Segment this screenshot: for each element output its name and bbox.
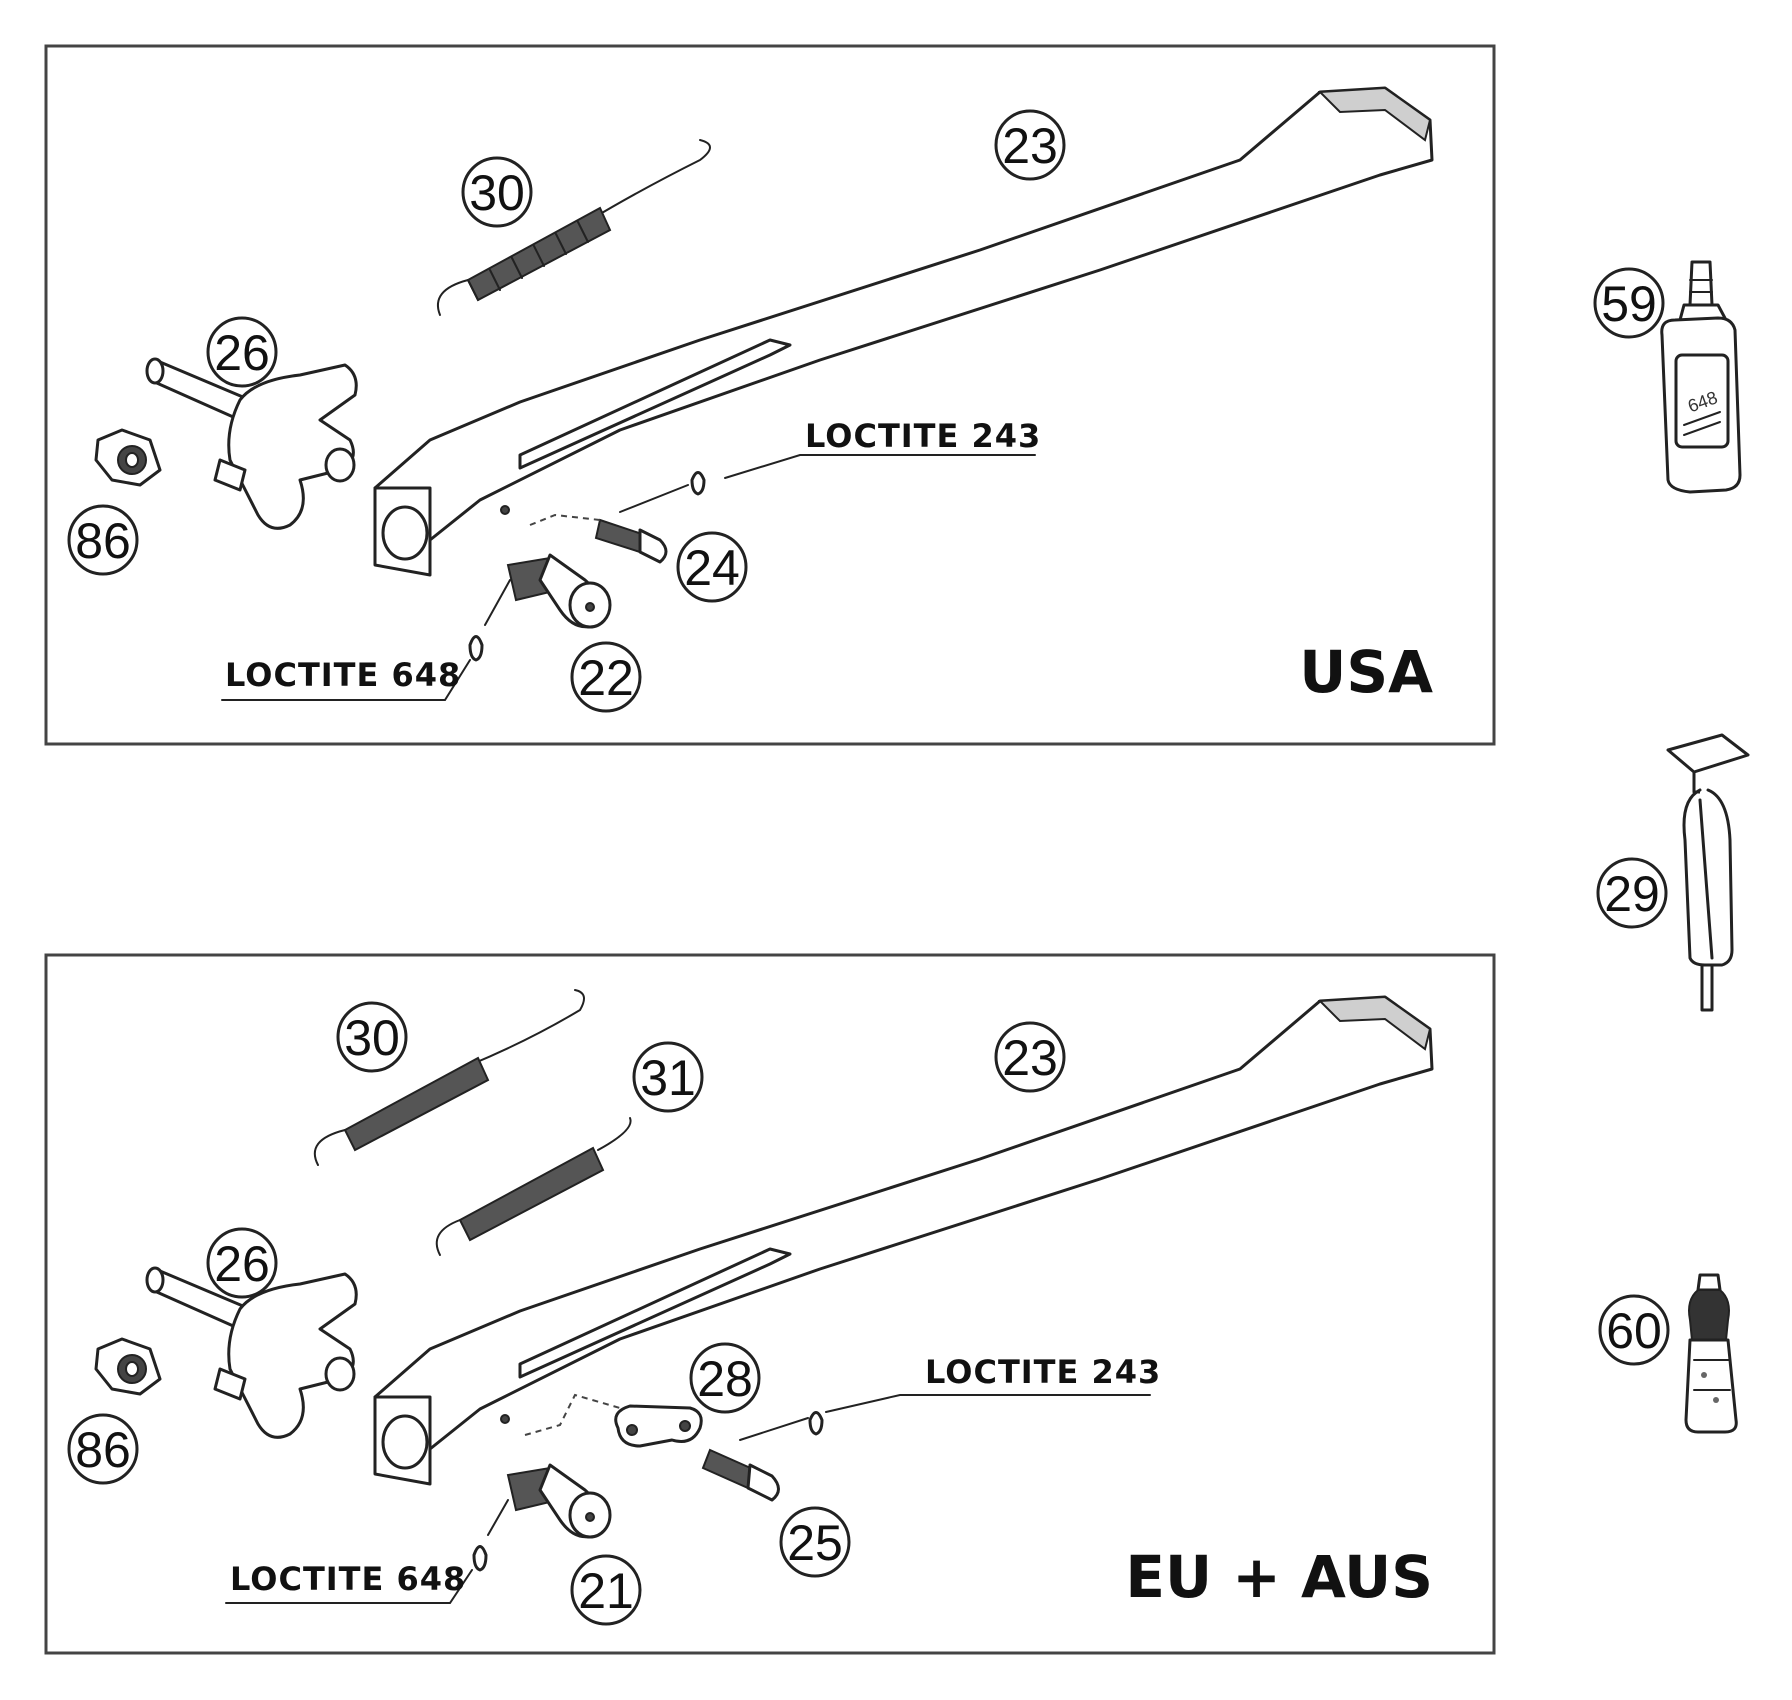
usa-region-label: USA	[1299, 638, 1433, 706]
accessory-callout-29: 29	[1596, 857, 1668, 929]
eu-callout-26: 26	[206, 1227, 278, 1299]
svg-text:23: 23	[1002, 1030, 1058, 1086]
pivot-bracket	[145, 1266, 358, 1439]
eu-callout-30: 30	[336, 1001, 408, 1073]
usa-callout-86: 86	[67, 504, 139, 576]
svg-text:26: 26	[214, 1236, 270, 1292]
screw	[529, 471, 706, 564]
usa-callout-22: 22	[570, 641, 642, 713]
svg-text:30: 30	[344, 1010, 400, 1066]
threadlocker-bottle: 648	[1660, 260, 1742, 494]
kickstand-leg	[373, 995, 1434, 1486]
accessory-callout-60: 60	[1598, 1294, 1670, 1366]
svg-text:29: 29	[1604, 866, 1660, 922]
svg-text:30: 30	[469, 165, 525, 221]
usa-callout-23: 23	[994, 109, 1066, 181]
svg-text:86: 86	[75, 513, 131, 569]
collar-nut	[94, 1337, 162, 1396]
shoulder-bolt	[472, 1463, 612, 1572]
usa-panel: 30 23 26 86 24 22 LOCTITE 243 LOCTITE 64…	[44, 44, 1496, 746]
svg-text:25: 25	[787, 1515, 843, 1571]
eu-callout-86: 86	[67, 1413, 139, 1485]
eu-callout-31: 31	[632, 1041, 704, 1113]
eu-aus-region-label: EU + AUS	[1125, 1543, 1433, 1611]
usa-callout-26: 26	[206, 316, 278, 388]
svg-text:26: 26	[214, 325, 270, 381]
accessory-callout-59: 59	[1593, 267, 1665, 339]
adjustment-tool	[1666, 733, 1750, 1012]
shoulder-bolt	[468, 553, 612, 662]
svg-text:24: 24	[684, 540, 740, 596]
grease-vial	[1684, 1273, 1738, 1434]
eu-callout-28: 28	[689, 1342, 761, 1414]
eu-aus-panel: 30 31 23 26 86 28 25 21 LOCTI	[44, 953, 1496, 1655]
usa-callout-30: 30	[461, 156, 533, 228]
svg-text:60: 60	[1606, 1303, 1662, 1359]
pivot-bracket	[145, 357, 358, 530]
spring-outer	[313, 989, 585, 1166]
spring-inner	[435, 1117, 632, 1256]
svg-text:59: 59	[1601, 276, 1657, 332]
screw	[701, 1394, 1151, 1502]
svg-text:23: 23	[1002, 118, 1058, 174]
usa-loctite-243-label: LOCTITE 243	[805, 417, 1041, 455]
svg-text:22: 22	[578, 650, 634, 706]
spring	[437, 139, 711, 316]
svg-text:21: 21	[578, 1563, 634, 1619]
eu-loctite-243-label: LOCTITE 243	[925, 1353, 1161, 1391]
eu-callout-25: 25	[779, 1506, 851, 1578]
collar-nut	[94, 428, 162, 487]
eu-loctite-648-label: LOCTITE 648	[230, 1560, 466, 1598]
svg-text:28: 28	[697, 1351, 753, 1407]
usa-loctite-648-label: LOCTITE 648	[225, 656, 461, 694]
kickstand-leg	[373, 86, 1434, 577]
eu-callout-21: 21	[570, 1554, 642, 1626]
svg-text:86: 86	[75, 1422, 131, 1478]
usa-callout-24: 24	[676, 531, 748, 603]
svg-text:31: 31	[640, 1050, 696, 1106]
eu-callout-23: 23	[994, 1021, 1066, 1093]
bracket-plate	[524, 1393, 703, 1448]
